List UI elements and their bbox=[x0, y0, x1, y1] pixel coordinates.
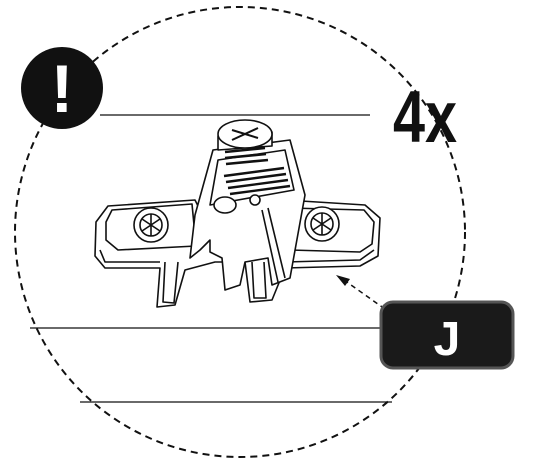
mounting-plate-icon bbox=[94, 119, 381, 308]
part-label: J bbox=[379, 300, 515, 370]
warning-icon: ! bbox=[21, 47, 103, 129]
detail-circle bbox=[14, 6, 466, 458]
part-label-text: J bbox=[434, 313, 461, 366]
warning-symbol: ! bbox=[51, 51, 74, 127]
quantity-text: 4x bbox=[393, 76, 457, 158]
